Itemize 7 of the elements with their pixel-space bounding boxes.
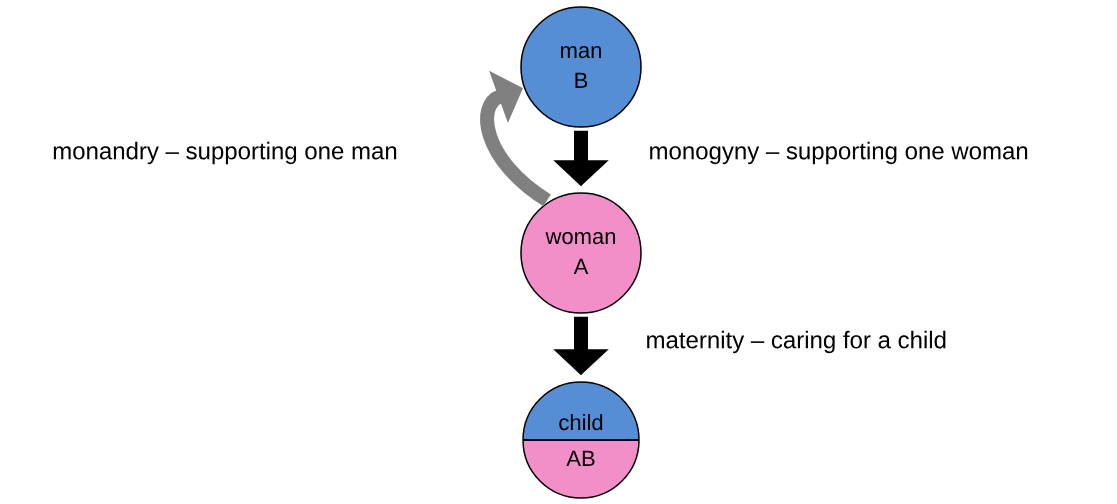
circle-node: woman A (520, 192, 642, 314)
edge-label: monandry – supporting one man (53, 141, 397, 165)
circle-node: man B (520, 6, 642, 128)
edge-label: maternity – caring for a child (647, 330, 946, 354)
arrow (480, 70, 552, 207)
edge-label: monogyny – supporting one woman (650, 141, 1028, 165)
circle-node: child AB (522, 381, 640, 499)
